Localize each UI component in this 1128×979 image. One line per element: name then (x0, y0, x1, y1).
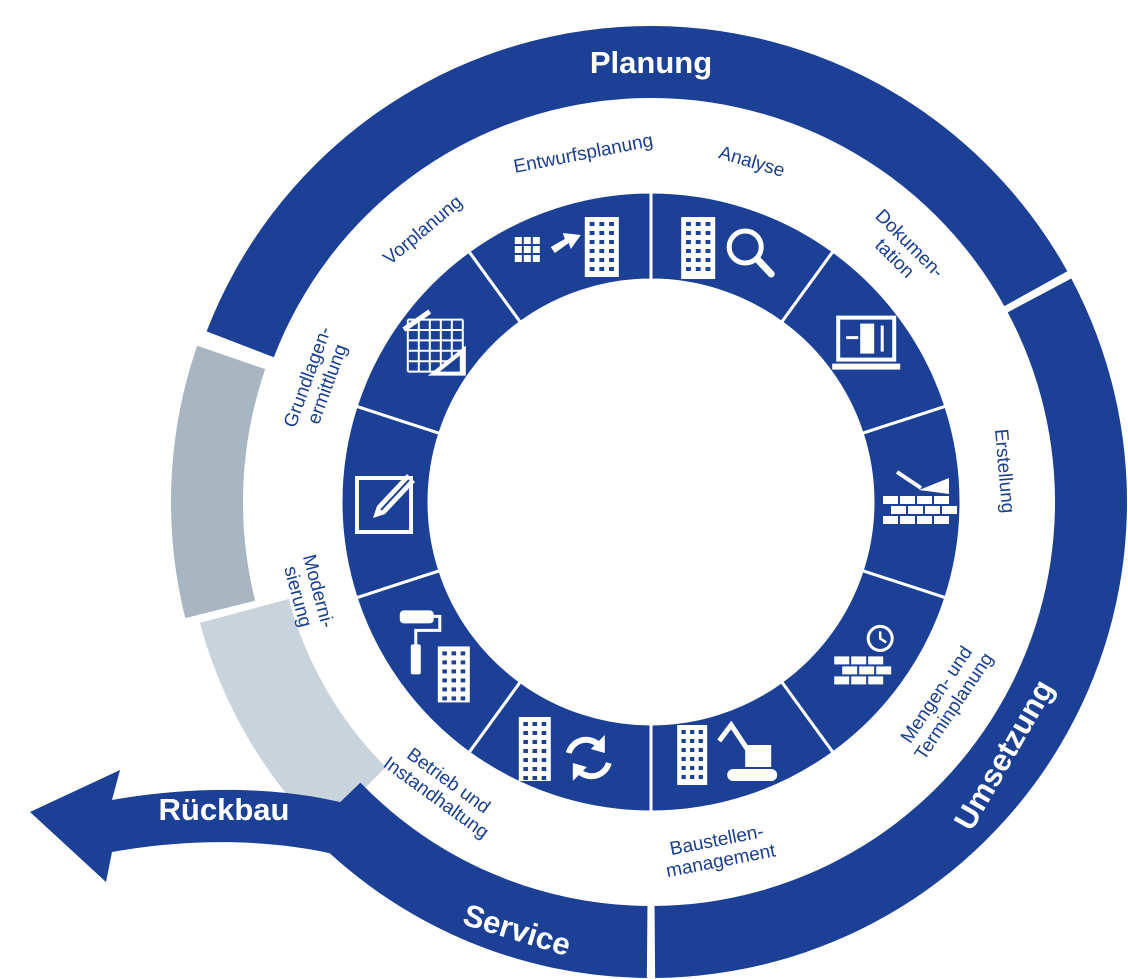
step-label-line: Vorplanung (380, 192, 467, 270)
step-label-analyse: Analyse (716, 142, 787, 181)
building-refresh-icon (518, 717, 612, 781)
bricks-trowel-icon (883, 470, 957, 524)
grey-arc-lower (199, 599, 386, 833)
step-label-erstellung: Erstellung (990, 428, 1018, 514)
outer-phase-ring (206, 26, 1127, 978)
step-label-line: Erstellung (990, 428, 1018, 514)
monitor-building-icon (832, 315, 901, 370)
grey-arc-upper (171, 345, 266, 619)
grid-arrow-building-icon (514, 217, 619, 277)
building-magnifier-icon (681, 217, 775, 279)
service-band (308, 782, 648, 978)
step-label-grundlagen: Grundlagen-ermittlung (280, 324, 356, 438)
rueckbau-transition-arc (171, 345, 386, 833)
paint-roller-building-icon (399, 610, 470, 703)
rueckbau-arrow-shape (30, 770, 392, 882)
building-excavator-icon (677, 720, 778, 785)
step-label-vorplanung: Vorplanung (380, 192, 467, 270)
bricks-clock-icon (834, 624, 894, 685)
step-label-line: Entwurfsplanung (512, 130, 655, 178)
grid-ruler-icon (402, 309, 466, 376)
step-label-line: Analyse (716, 142, 787, 181)
step-icons (355, 217, 957, 785)
phase-label-rueckbau: Rückbau (159, 792, 290, 827)
step-label-entwurf: Entwurfsplanung (512, 130, 655, 178)
umsetzung-band (654, 278, 1127, 978)
phase-label-planung: Planung (590, 45, 712, 80)
rueckbau-arrow (30, 770, 392, 882)
pencil-edit-icon (355, 474, 415, 534)
planung-band (206, 26, 1068, 358)
step-label-baustellen: Baustellen-management (660, 820, 778, 883)
inner-icon-ring (339, 190, 963, 814)
